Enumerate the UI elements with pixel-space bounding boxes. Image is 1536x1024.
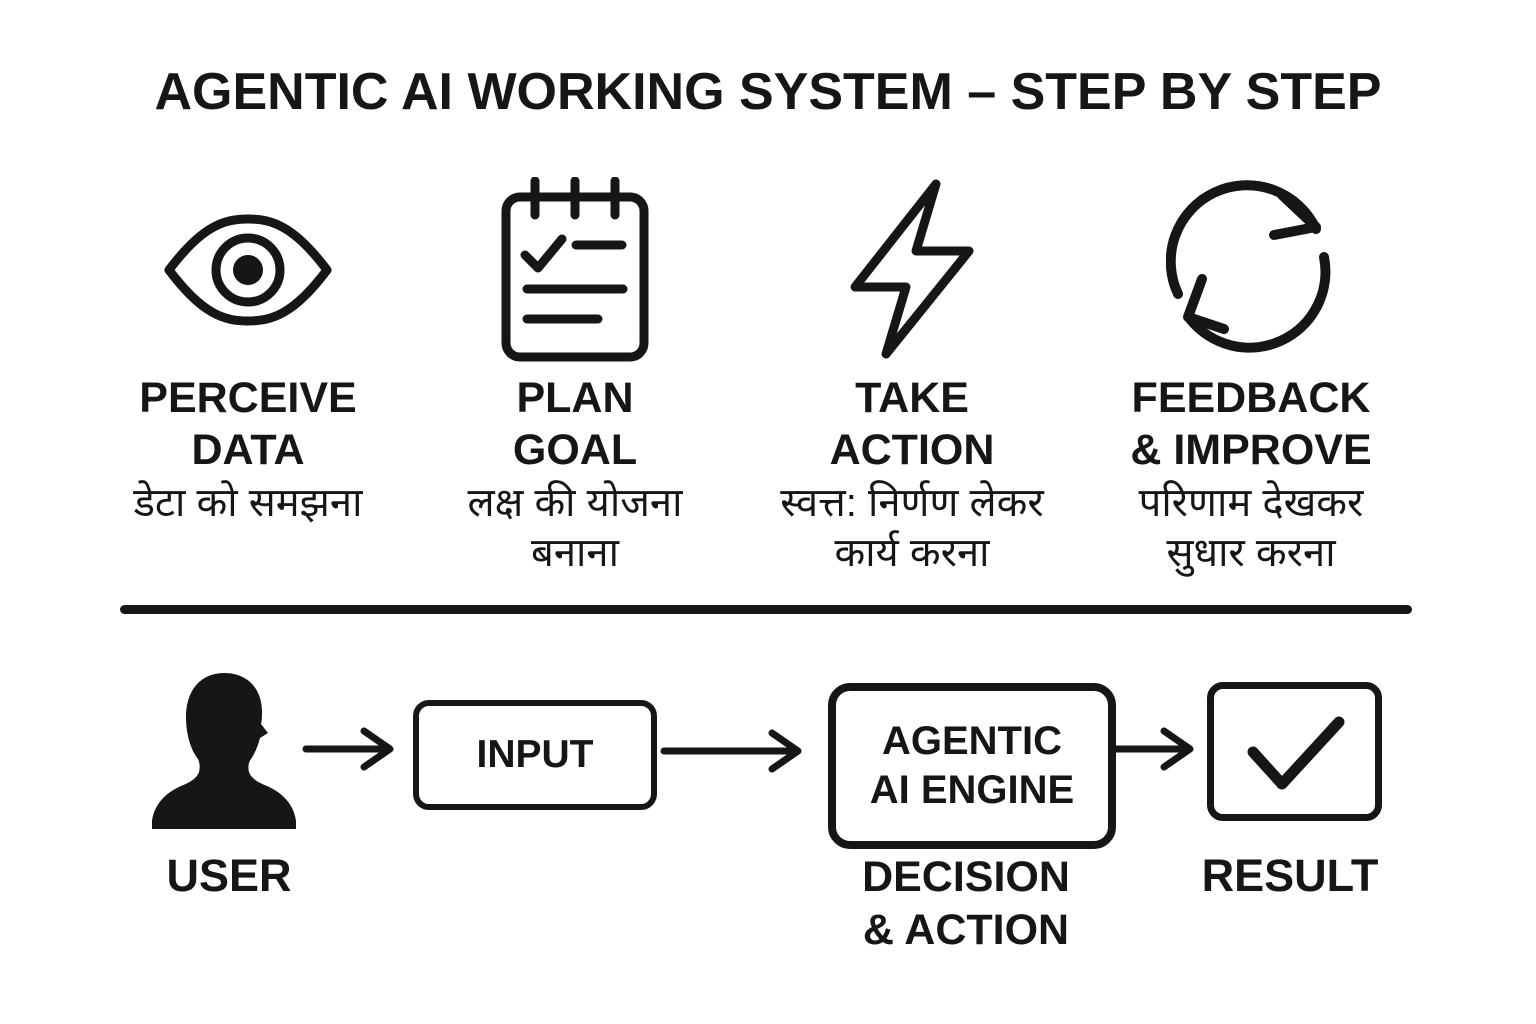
- checkmark-icon: [1247, 716, 1345, 790]
- engine-label-line2: AI ENGINE: [869, 768, 1075, 812]
- step-label-hindi: स्वत्त: निर्णण लेकर कार्य करना: [780, 481, 1044, 575]
- step-plan-goal: PLAN GOAL लक्ष की योजना बनाना: [415, 172, 735, 578]
- step-feedback-improve: FEEDBACK & IMPROVE परिणाम देखकर सुधार कर…: [1091, 172, 1411, 578]
- result-box: [1207, 682, 1382, 821]
- arrow-right-icon: [660, 729, 802, 773]
- notepad-icon: [501, 177, 649, 362]
- step-label-hindi: लक्ष की योजना बनाना: [467, 481, 683, 575]
- user-icon: [152, 673, 296, 829]
- step-label: PLAN GOAL: [512, 374, 638, 474]
- cycle-icon: [1166, 180, 1331, 353]
- agentic-ai-engine-box: AGENTIC AI ENGINE: [828, 683, 1116, 849]
- lightning-icon: [850, 179, 974, 359]
- input-box: INPUT: [413, 700, 657, 810]
- step-label-hindi: डेटा को समझना: [133, 481, 363, 525]
- page-title: AGENTIC AI WORKING SYSTEM – STEP BY STEP: [154, 63, 1382, 121]
- decision-action-label: DECISION & ACTION: [862, 853, 1070, 954]
- section-divider: [120, 605, 1412, 614]
- step-label: PERCEIVE DATA: [139, 374, 357, 474]
- step-label: FEEDBACK & IMPROVE: [1130, 374, 1372, 474]
- step-take-action: TAKE ACTION स्वत्त: निर्णण लेकर कार्य कर…: [752, 172, 1072, 578]
- step-label-hindi: परिणाम देखकर सुधार करना: [1138, 481, 1364, 575]
- result-label: RESULT: [1201, 850, 1379, 901]
- eye-icon: [164, 214, 332, 326]
- arrow-right-icon: [1112, 727, 1194, 771]
- engine-label-line1: AGENTIC: [881, 719, 1062, 763]
- input-label: INPUT: [476, 733, 594, 776]
- step-perceive-data: PERCEIVE DATA डेटा को समझना: [88, 172, 408, 528]
- user-label: USER: [166, 850, 292, 901]
- arrow-right-icon: [302, 727, 394, 771]
- step-label: TAKE ACTION: [829, 374, 995, 474]
